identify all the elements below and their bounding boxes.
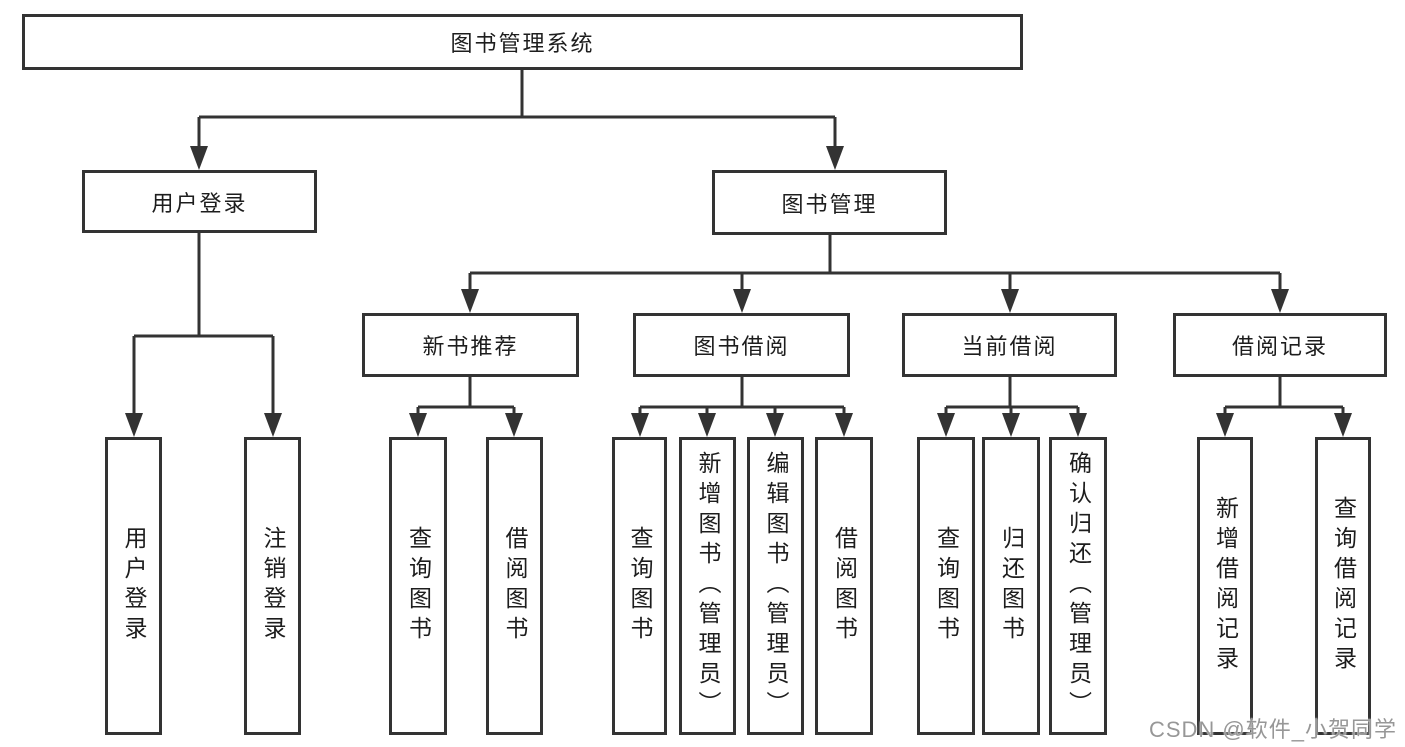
node-borrow-records: 借阅记录 xyxy=(1173,313,1387,377)
node-borrow-records-label: 借阅记录 xyxy=(1231,334,1328,359)
node-current-borrow: 当前借阅 xyxy=(902,313,1117,377)
leaf-add-borrow-record: 新增借阅记录 xyxy=(1197,437,1253,735)
node-root-system-label: 图书管理系统 xyxy=(450,31,595,56)
leaf-borrow-books-label: 借阅图书 xyxy=(831,526,858,646)
leaf-current-query-books: 查询图书 xyxy=(917,437,975,735)
leaf-confirm-return-admin-label: 确认归还（管理员） xyxy=(1065,451,1092,721)
leaf-edit-books-admin-label: 编辑图书（管理员） xyxy=(763,451,789,721)
leaf-recommend-borrow-books-label: 借阅图书 xyxy=(502,526,528,646)
leaf-add-books-admin: 新增图书（管理员） xyxy=(679,437,736,735)
leaf-query-borrow-record: 查询借阅记录 xyxy=(1315,437,1371,735)
leaf-confirm-return-admin: 确认归还（管理员） xyxy=(1049,437,1107,735)
node-new-book-recommend: 新书推荐 xyxy=(362,313,579,377)
node-user-login: 用户登录 xyxy=(82,170,317,233)
node-book-management-label: 图书管理 xyxy=(781,191,878,217)
leaf-recommend-query-books: 查询图书 xyxy=(389,437,447,735)
leaf-query-borrow-record-label: 查询借阅记录 xyxy=(1330,496,1357,676)
arrowheads xyxy=(125,146,1352,437)
node-book-borrow: 图书借阅 xyxy=(633,313,850,377)
leaf-user-login: 用户登录 xyxy=(105,437,162,735)
leaf-borrow-query-books-label: 查询图书 xyxy=(627,526,653,646)
node-user-login-label: 用户登录 xyxy=(151,190,248,216)
node-book-borrow-label: 图书借阅 xyxy=(693,334,790,359)
leaf-borrow-query-books: 查询图书 xyxy=(612,437,667,735)
leaf-user-login-label: 用户登录 xyxy=(121,526,147,646)
leaf-logout: 注销登录 xyxy=(244,437,301,735)
leaf-logout-label: 注销登录 xyxy=(260,526,286,646)
node-book-management: 图书管理 xyxy=(712,170,947,235)
leaf-borrow-books: 借阅图书 xyxy=(815,437,873,735)
leaf-recommend-borrow-books: 借阅图书 xyxy=(486,437,543,735)
leaf-return-books-label: 归还图书 xyxy=(998,526,1025,646)
leaf-current-query-books-label: 查询图书 xyxy=(933,526,960,646)
leaf-recommend-query-books-label: 查询图书 xyxy=(405,526,432,646)
node-current-borrow-label: 当前借阅 xyxy=(961,334,1058,359)
leaf-edit-books-admin: 编辑图书（管理员） xyxy=(747,437,804,735)
node-root-system: 图书管理系统 xyxy=(22,14,1023,70)
node-new-book-recommend-label: 新书推荐 xyxy=(422,334,519,359)
leaf-return-books: 归还图书 xyxy=(982,437,1040,735)
leaf-add-borrow-record-label: 新增借阅记录 xyxy=(1212,496,1239,676)
leaf-add-books-admin-label: 新增图书（管理员） xyxy=(695,451,721,721)
watermark: CSDN @软件_小贺同学 xyxy=(1148,717,1397,742)
